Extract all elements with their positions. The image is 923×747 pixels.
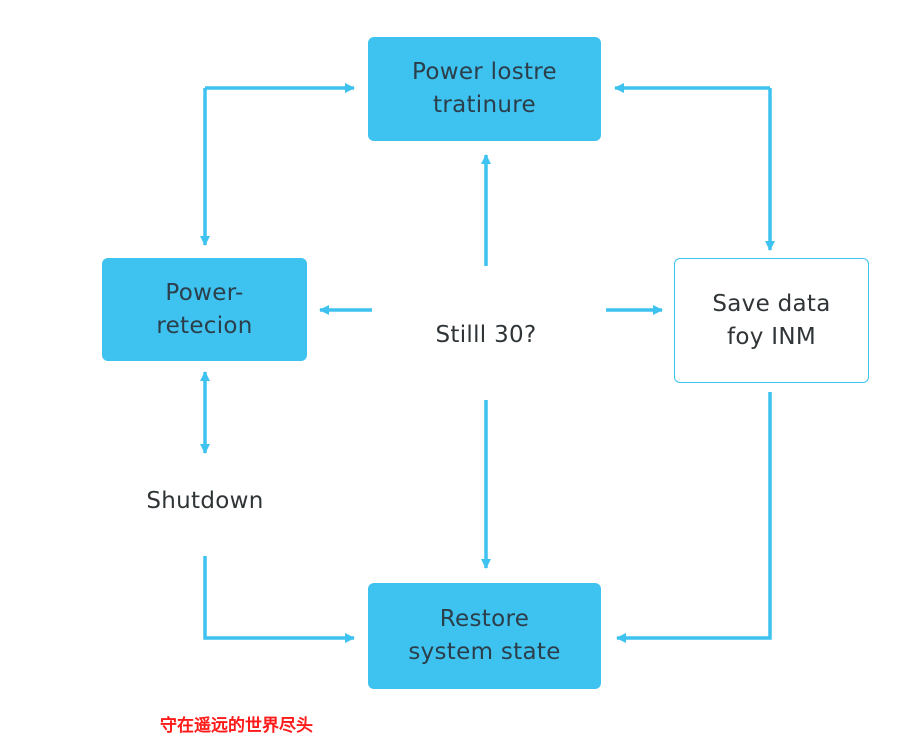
node-restore-label: Restore system state xyxy=(408,606,561,665)
node-save-data-label: Save data foy INM xyxy=(712,290,831,350)
shutdown-label: Shutdown xyxy=(146,488,264,514)
node-power-loss: Power lostre tratinure xyxy=(368,37,601,141)
node-power-loss-label: Power lostre tratinure xyxy=(411,59,557,118)
node-power-retention: Power- retecion xyxy=(102,258,307,361)
arrow-savedata-to-restore xyxy=(616,392,772,643)
node-save-data: Save data foy INM xyxy=(674,258,869,383)
watermark-text: 守在遥远的世界尽头 xyxy=(160,716,313,736)
arrow-shutdown-to-restore xyxy=(203,556,355,643)
decision-label: Stilll 30? xyxy=(435,322,537,348)
node-power-retention-label: Power- retecion xyxy=(156,279,253,339)
node-restore: Restore system state xyxy=(368,583,601,689)
